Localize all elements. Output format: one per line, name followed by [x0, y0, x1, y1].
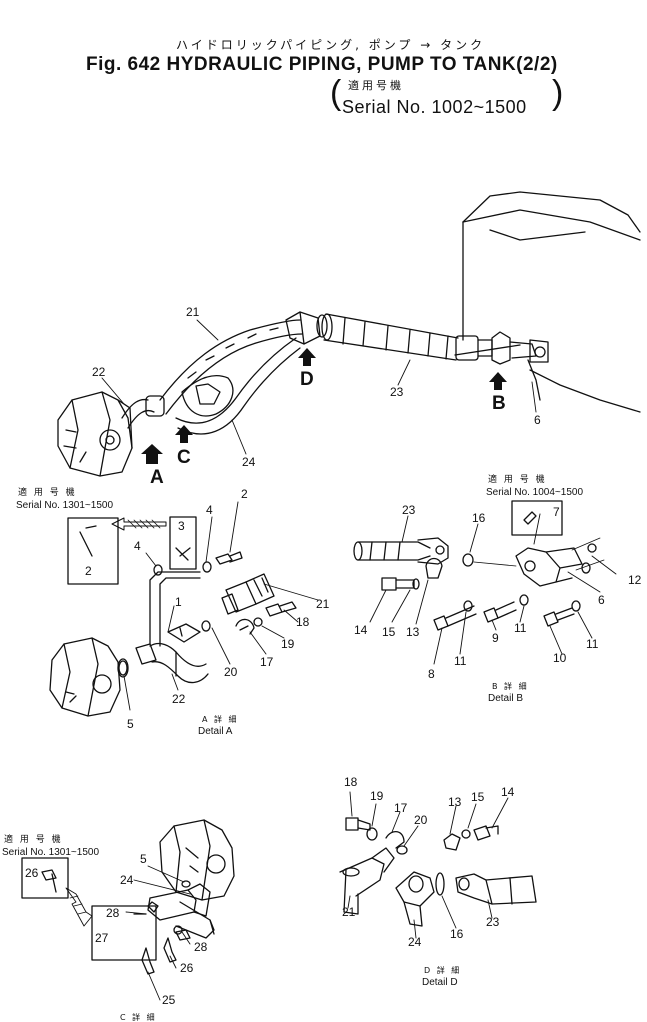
callout: 9	[492, 631, 499, 645]
caption-jp: C 詳 細	[120, 1013, 157, 1022]
callout: 22	[92, 365, 106, 379]
callout: 8	[428, 667, 435, 681]
callout: 17	[260, 655, 274, 669]
callout: 10	[553, 651, 567, 665]
caption-jp: A 詳 細	[202, 715, 239, 724]
caption-jp: B 詳 細	[492, 682, 529, 691]
view-label: A	[150, 467, 164, 488]
callout: 20	[414, 813, 428, 827]
callout: 27	[95, 931, 109, 945]
callout: 21	[316, 597, 330, 611]
callout: 11	[586, 637, 599, 651]
callout: 23	[486, 915, 500, 929]
view-label: D	[300, 369, 314, 390]
detail-c-art	[22, 820, 234, 1000]
fitting-b-overview	[492, 332, 548, 400]
view-label: C	[177, 447, 191, 468]
callout: 3	[178, 519, 185, 533]
fitting-d-overview	[286, 312, 327, 344]
view-label: B	[492, 393, 506, 414]
view-arrows	[141, 348, 507, 464]
hose-23-overview	[322, 314, 492, 360]
callout: 18	[344, 775, 358, 789]
callout: 28	[194, 940, 208, 954]
callout: 2	[241, 487, 248, 501]
callout: 5	[140, 852, 147, 866]
callout: 28	[106, 906, 120, 920]
pipe-24-overview	[176, 338, 300, 434]
callout: 24	[120, 873, 134, 887]
callout: 23	[390, 385, 404, 399]
overview-leaders	[102, 320, 536, 454]
callout: 13	[448, 795, 462, 809]
callout: 14	[354, 623, 368, 637]
pipe-22-overview	[122, 396, 164, 428]
callout: 25	[162, 993, 176, 1007]
figure-title: Fig. 642 HYDRAULIC PIPING, PUMP TO TANK(…	[86, 54, 558, 75]
callout: 6	[534, 413, 541, 427]
applicable-jp: 適 用 号 機	[4, 835, 63, 845]
caption: Detail B	[488, 693, 524, 704]
applicable-jp: 適用号機	[348, 79, 404, 92]
callout: 5	[127, 717, 134, 731]
caption: Detail A	[198, 726, 233, 737]
callout: 4	[206, 503, 213, 517]
callout: 13	[406, 625, 420, 639]
callout: 19	[370, 789, 384, 803]
bracket-close: )	[552, 74, 564, 112]
pump-overview	[58, 392, 132, 476]
caption: Detail D	[422, 977, 458, 988]
callout: 21	[186, 305, 200, 319]
callout: 7	[553, 505, 560, 519]
callout: 24	[408, 935, 422, 949]
callout: 14	[501, 785, 515, 799]
hydraulic-tank	[455, 192, 640, 412]
callout: 15	[382, 625, 396, 639]
serial-range: Serial No. 1301~1500	[2, 847, 100, 858]
callout: 11	[454, 654, 467, 668]
callout: 24	[242, 455, 256, 469]
detail-b-art	[354, 501, 616, 664]
serial-range: Serial No. 1004~1500	[486, 487, 584, 498]
callout: 15	[471, 790, 485, 804]
serial-range: Serial No. 1002~1500	[342, 97, 527, 117]
callout: 1	[175, 595, 182, 609]
detail-a-art	[50, 502, 318, 716]
japanese-title: ハイドロリックパイピング, ポンプ → タンク	[176, 38, 486, 52]
callout: 23	[402, 503, 416, 517]
callout: 4	[134, 539, 141, 553]
callout: 16	[472, 511, 486, 525]
callout: 21	[342, 905, 356, 919]
callout: 11	[514, 621, 527, 635]
callout: 2	[85, 564, 92, 578]
applicable-jp: 適 用 号 機	[488, 475, 547, 485]
callout: 18	[296, 615, 310, 629]
callout: 12	[628, 573, 642, 587]
callout: 20	[224, 665, 238, 679]
bracket-open: (	[330, 74, 342, 112]
caption-jp: D 詳 細	[424, 966, 462, 975]
callout: 17	[394, 801, 408, 815]
callout: 26	[180, 961, 194, 975]
serial-range: Serial No. 1301~1500	[16, 500, 114, 511]
callout: 19	[281, 637, 295, 651]
callout: 22	[172, 692, 186, 706]
applicable-jp: 適 用 号 機	[18, 488, 77, 498]
callout: 26	[25, 866, 39, 880]
detail-d-art	[340, 792, 536, 938]
callout: 16	[450, 927, 464, 941]
callout: 6	[598, 593, 605, 607]
